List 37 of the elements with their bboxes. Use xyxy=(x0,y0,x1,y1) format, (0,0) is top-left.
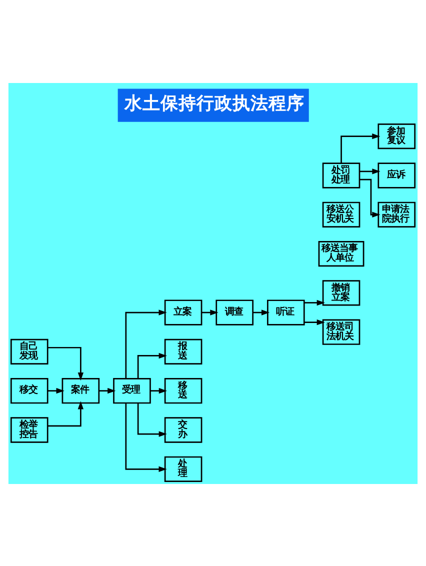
arrow xyxy=(48,400,84,426)
arrow xyxy=(125,309,167,378)
node-box: 调查 xyxy=(216,299,254,325)
arrow xyxy=(48,346,84,380)
node-box: 检举控告 xyxy=(10,416,48,442)
arrow xyxy=(252,309,270,315)
arrow xyxy=(137,352,167,378)
node-box: 应诉 xyxy=(378,162,416,188)
node-box: 处理 xyxy=(164,456,202,482)
node-box: 交办 xyxy=(164,416,202,442)
arrow xyxy=(98,388,116,394)
node-box: 立案 xyxy=(164,299,202,325)
node-box: 移送当事人单位 xyxy=(318,240,364,266)
node-box: 参加复议 xyxy=(378,123,416,149)
arrow xyxy=(304,299,325,306)
node-box: 受理 xyxy=(113,378,151,404)
node-box: 处罚处理 xyxy=(322,162,360,188)
node-box: 申请法院执行 xyxy=(378,201,416,227)
arrow xyxy=(340,132,380,163)
arrow xyxy=(360,178,380,217)
arrow xyxy=(202,309,218,315)
arrow xyxy=(304,318,325,325)
node-box: 听证 xyxy=(267,299,305,325)
node-box: 移送 xyxy=(164,378,202,404)
node-box: 移送公安机关 xyxy=(322,201,360,227)
node-box: 撤销立案 xyxy=(322,280,360,306)
arrow xyxy=(125,402,167,472)
node-box: 自己发现 xyxy=(10,338,48,364)
arrow xyxy=(360,168,380,174)
node-box: 案件 xyxy=(62,378,100,404)
node-box: 移送司法机关 xyxy=(322,318,360,344)
diagram-title: 水土保持行政执法程序 xyxy=(124,93,305,114)
arrow xyxy=(150,388,167,394)
node-box: 移交 xyxy=(10,378,48,404)
node-box: 报送 xyxy=(164,338,202,364)
arrow xyxy=(137,402,167,436)
arrow xyxy=(48,388,64,394)
